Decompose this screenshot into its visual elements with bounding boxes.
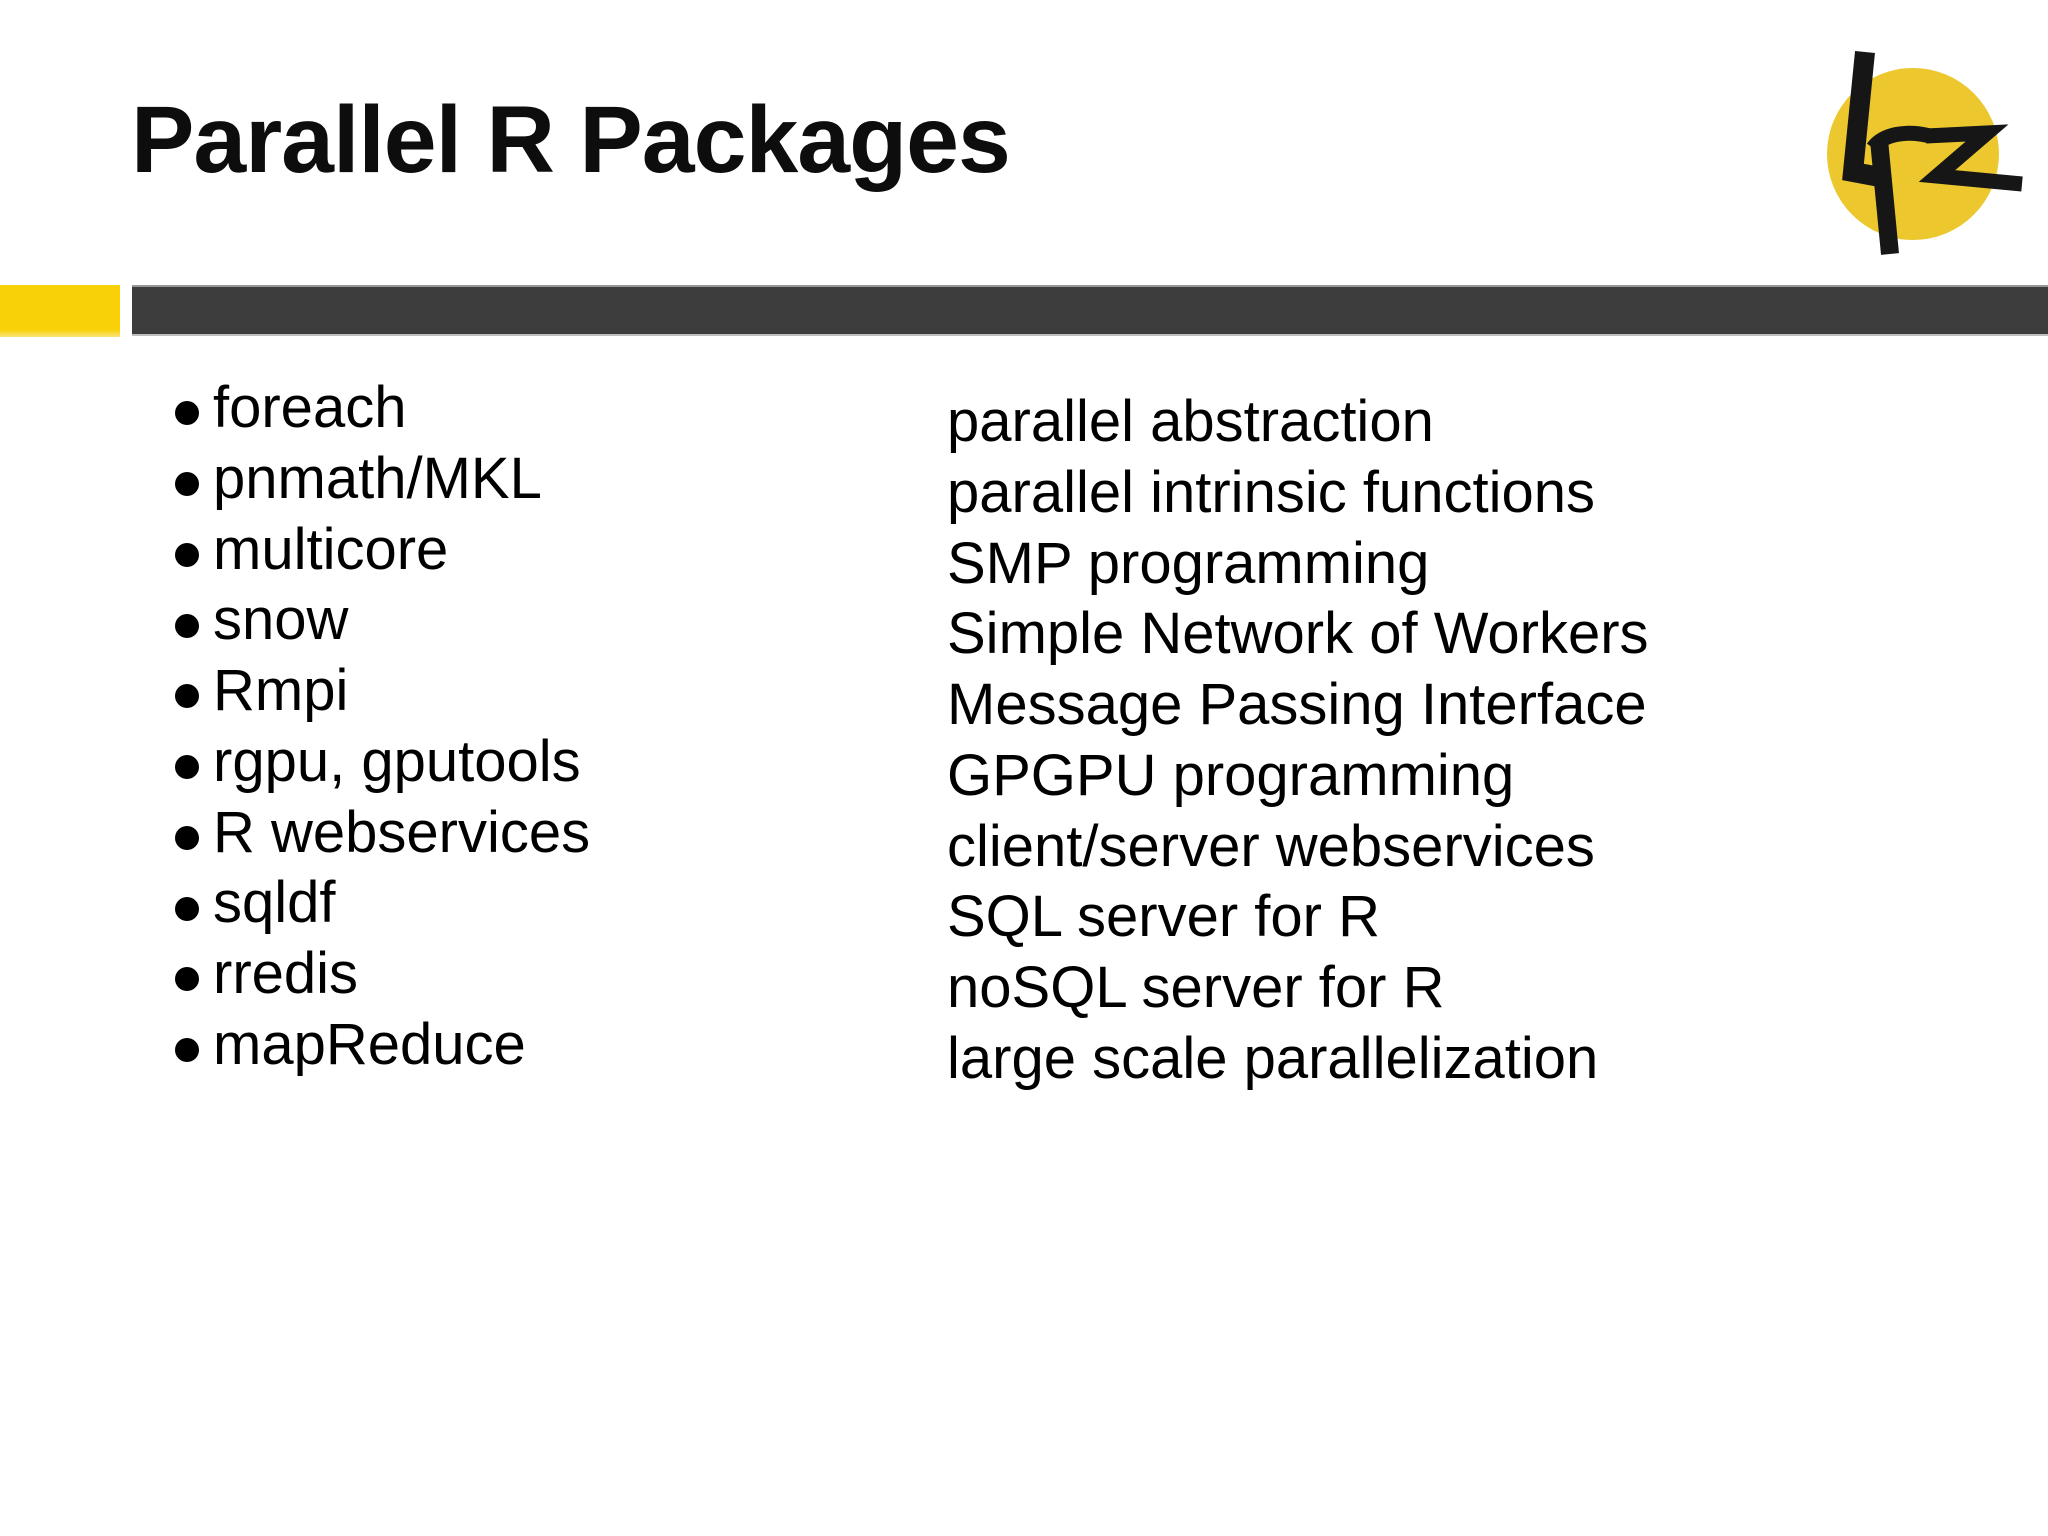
package-name: sqldf (213, 870, 336, 936)
package-description: SQL server for R (947, 884, 1380, 950)
package-list-item: multicore (175, 515, 590, 586)
package-list-item: mapReduce (175, 1010, 590, 1081)
divider-bar (132, 285, 2048, 336)
bullet-icon (175, 401, 199, 426)
description-list-item: large scale parallelization (947, 1024, 1649, 1095)
package-description: SMP programming (947, 530, 1430, 596)
package-description: client/server webservices (947, 813, 1595, 879)
description-list-item: client/server webservices (947, 812, 1649, 883)
package-list: foreach pnmath/MKL multicore snow Rmpi (175, 373, 590, 1081)
bullet-icon (175, 967, 199, 992)
package-name: pnmath/MKL (213, 445, 542, 511)
package-name: Rmpi (213, 658, 349, 723)
description-list-item: parallel abstraction (947, 387, 1649, 458)
lrz-logo-letter-l (1842, 51, 1882, 187)
package-list-item: R webservices (175, 798, 590, 869)
package-name: mapReduce (213, 1011, 526, 1077)
package-description: parallel abstraction (947, 389, 1434, 454)
package-name: multicore (213, 516, 449, 582)
description-list-item: Simple Network of Workers (947, 599, 1649, 670)
bullet-icon (175, 825, 199, 850)
package-list-item: snow (175, 585, 590, 656)
bullet-icon (175, 542, 199, 567)
description-list: parallel abstraction parallel intrinsic … (947, 387, 1649, 1095)
lrz-logo-circle (1827, 68, 1999, 240)
description-list-item: SMP programming (947, 529, 1649, 600)
accent-yellow-block (0, 285, 120, 337)
package-name: foreach (213, 375, 407, 440)
package-list-item: Rmpi (175, 656, 590, 727)
bullet-icon (175, 613, 199, 638)
bullet-icon (175, 755, 199, 780)
bullet-icon (175, 684, 199, 709)
lrz-logo-letter-z (1918, 124, 2023, 192)
description-list-item: parallel intrinsic functions (947, 458, 1649, 529)
package-list-item: foreach (175, 373, 590, 444)
bullet-icon (175, 472, 199, 497)
bullet-icon (175, 1038, 199, 1063)
lrz-logo-letter-r-arm (1866, 125, 1932, 153)
package-name: rgpu, gputools (213, 728, 581, 794)
package-description: GPGPU programming (947, 742, 1515, 808)
package-description: parallel intrinsic functions (947, 459, 1595, 525)
package-name: snow (213, 587, 349, 653)
package-list-item: sqldf (175, 868, 590, 939)
lrz-logo-letter-r-stem (1870, 139, 1899, 255)
package-description: Message Passing Interface (947, 672, 1647, 737)
description-list-item: Message Passing Interface (947, 670, 1649, 741)
description-list-item: SQL server for R (947, 882, 1649, 953)
package-description: noSQL server for R (947, 955, 1445, 1020)
package-list-item: rredis (175, 939, 590, 1010)
package-name: R webservices (213, 799, 591, 865)
package-list-item: rgpu, gputools (175, 727, 590, 798)
lrz-logo-icon (1827, 51, 2023, 255)
description-list-item: noSQL server for R (947, 953, 1649, 1024)
slide-title: Parallel R Packages (131, 87, 1011, 193)
bullet-icon (175, 896, 199, 921)
package-description: large scale parallelization (947, 1025, 1599, 1091)
description-list-item: GPGPU programming (947, 741, 1649, 812)
package-description: Simple Network of Workers (947, 601, 1649, 667)
package-name: rredis (213, 941, 359, 1006)
package-list-item: pnmath/MKL (175, 444, 590, 515)
